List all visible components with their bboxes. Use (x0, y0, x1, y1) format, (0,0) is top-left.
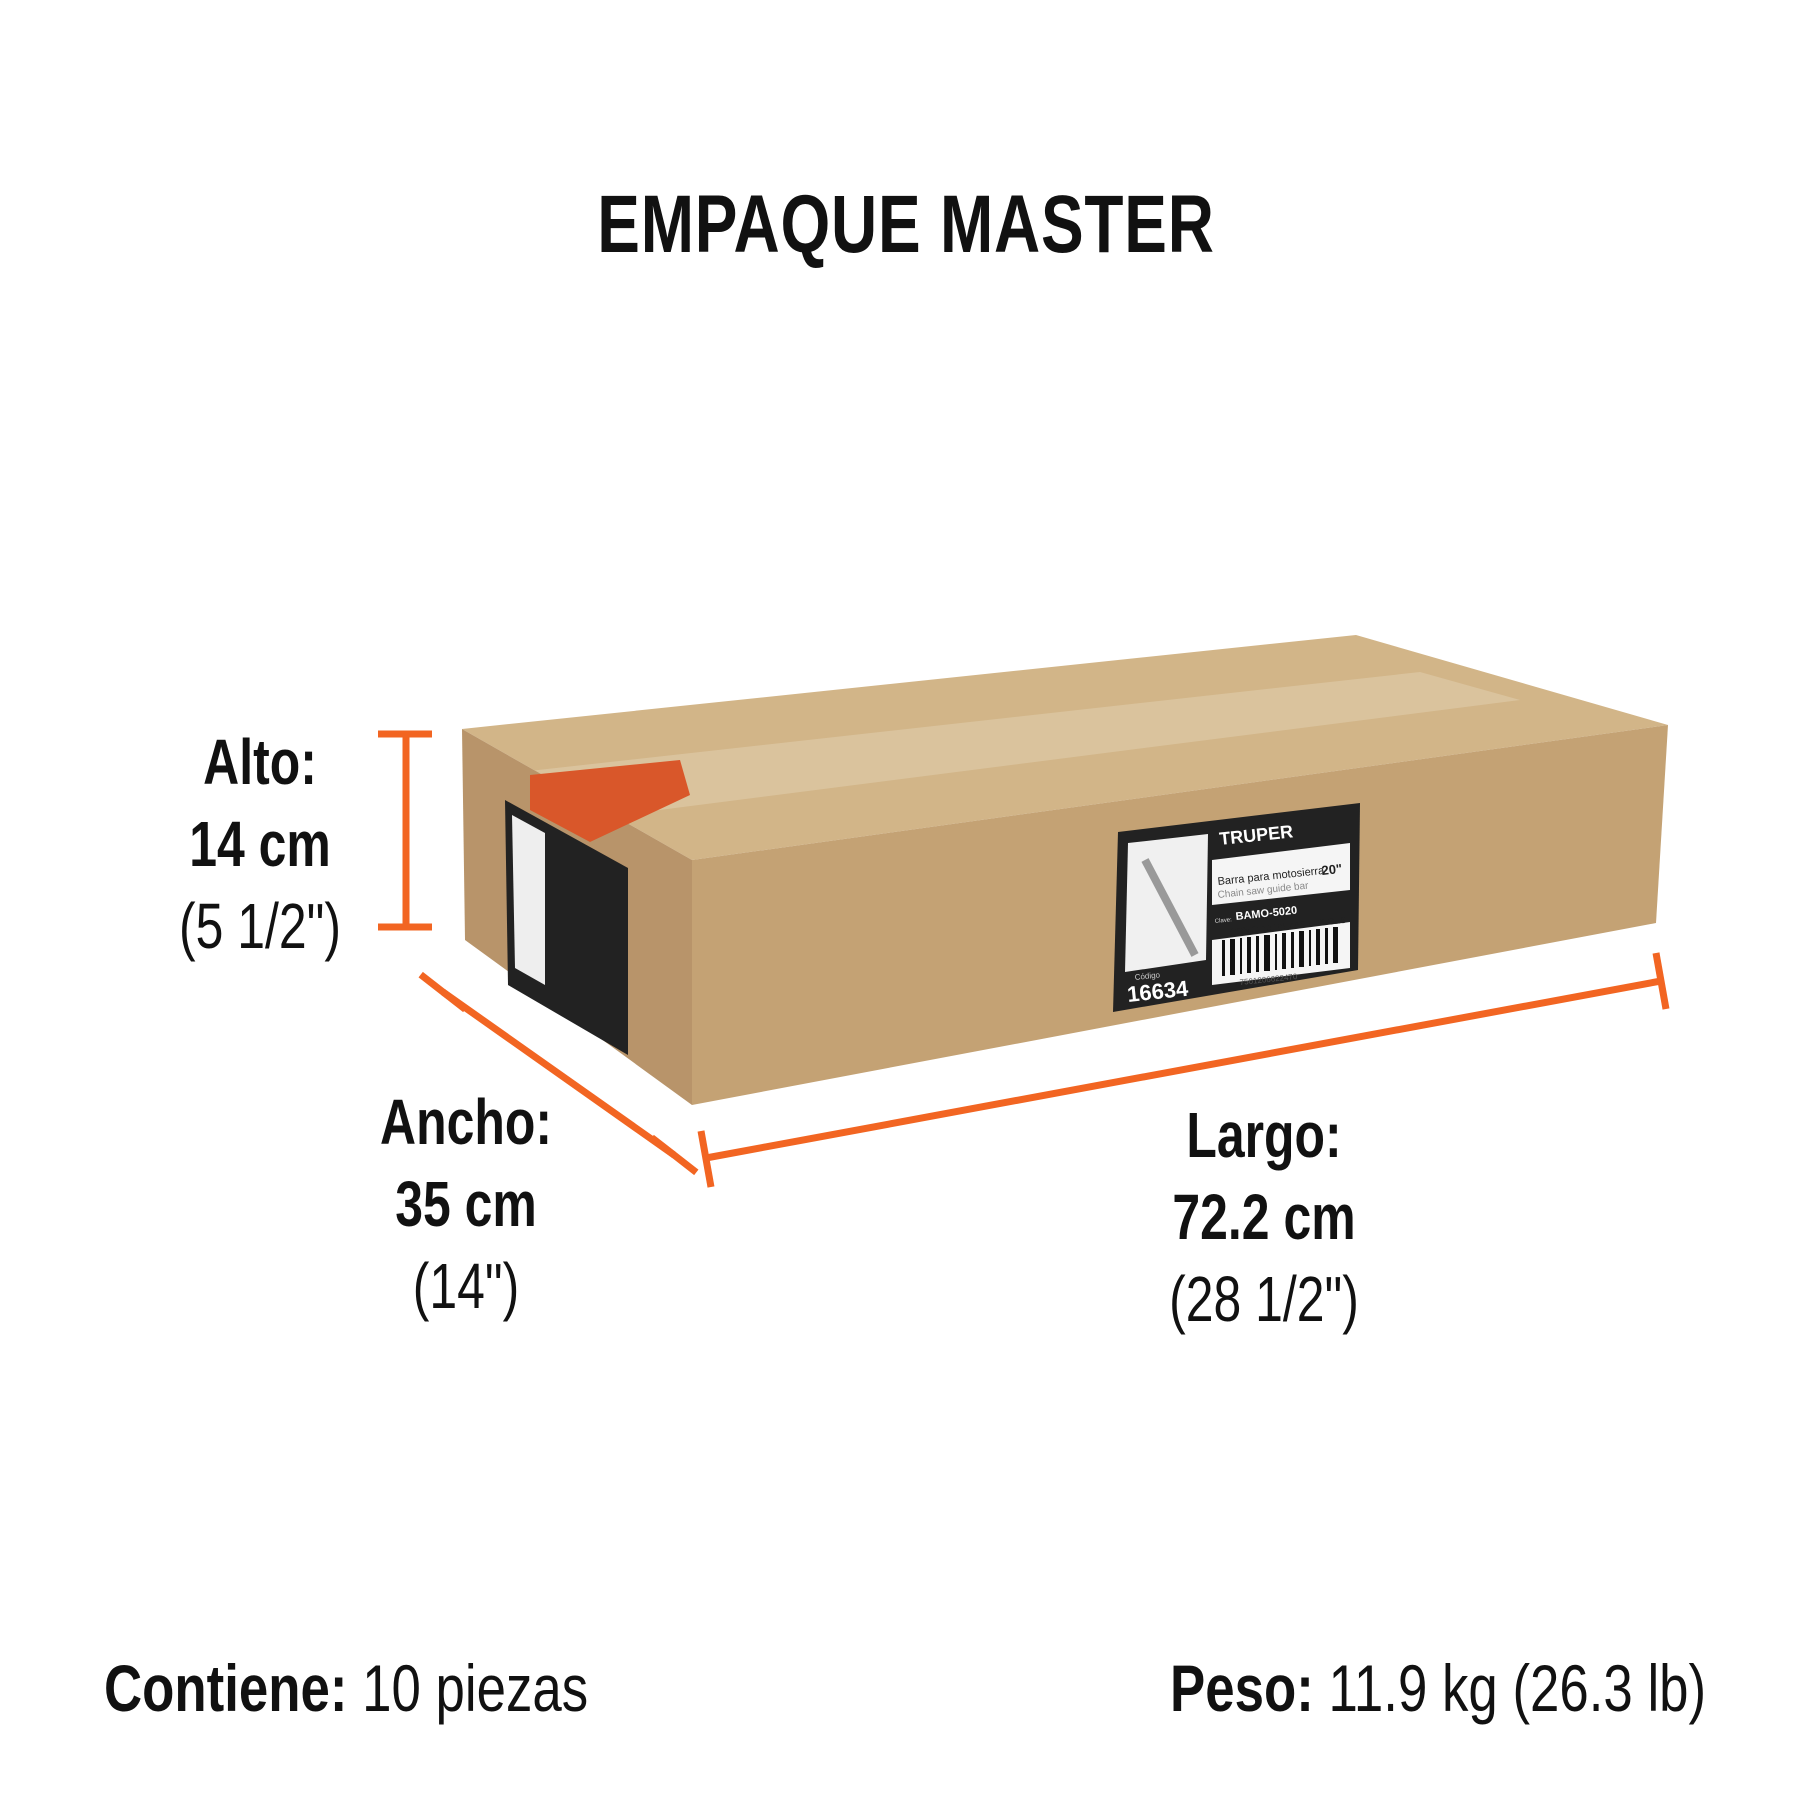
ancho-metric: 35 cm (395, 1168, 537, 1240)
front-label: TRUPER Barra para motosierra Chain saw g… (1113, 803, 1360, 1012)
alto-label: Alto: (203, 726, 317, 798)
largo-imperial: (28 1/2") (1169, 1263, 1359, 1335)
alto-dimension-line (378, 730, 432, 931)
alto-metric: 14 cm (189, 808, 331, 880)
largo-dimension: Largo: 72.2 cm (28 1/2") (1169, 1103, 1359, 1349)
page-title: EMPAQUE MASTER (597, 179, 1215, 270)
contents-value: 10 piezas (362, 1651, 589, 1725)
label-codigo-label: Código (1134, 970, 1161, 982)
packing-tape (520, 672, 1520, 815)
side-label-panel (512, 815, 545, 985)
ancho-dimension: Ancho: 35 cm (14") (380, 1090, 552, 1336)
largo-dimension-line (697, 952, 1670, 1188)
ancho-imperial: (14") (412, 1250, 520, 1322)
alto-dimension: Alto: 14 cm (5 1/2") (179, 730, 341, 976)
alto-imperial: (5 1/2") (179, 890, 341, 962)
orange-sticker (530, 760, 690, 842)
weight-info: Peso: 11.9 kg (26.3 lb) (1170, 1650, 1706, 1726)
contents-label: Contiene: (104, 1651, 348, 1725)
largo-label: Largo: (1186, 1099, 1342, 1171)
ancho-dimension-line (418, 971, 699, 1176)
ancho-label: Ancho: (380, 1086, 552, 1158)
largo-metric: 72.2 cm (1172, 1181, 1356, 1253)
contents-info: Contiene: 10 piezas (104, 1650, 588, 1726)
label-size: 20" (1321, 861, 1343, 878)
weight-value: 11.9 kg (26.3 lb) (1328, 1651, 1706, 1725)
weight-label: Peso: (1169, 1651, 1314, 1725)
label-clave-label: Clave: (1215, 917, 1233, 925)
